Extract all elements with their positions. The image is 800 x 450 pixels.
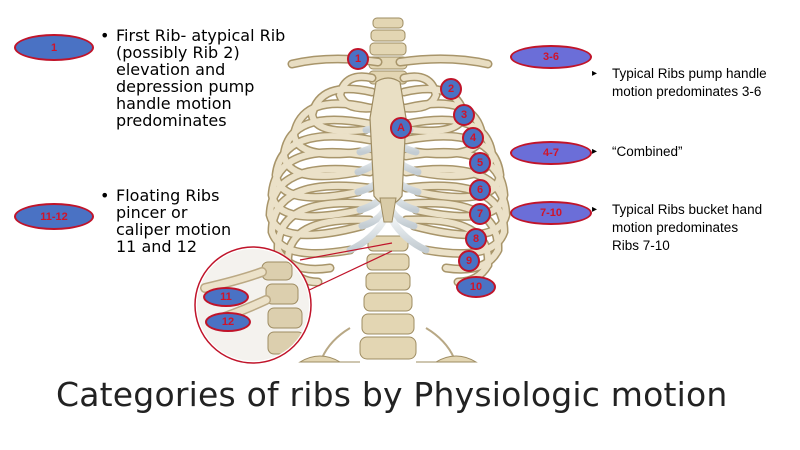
rib-marker-6: 6 — [469, 179, 491, 201]
bullet-dot: • — [100, 186, 110, 205]
right-note-3-text: Typical Ribs bucket hand motion predomin… — [612, 202, 763, 253]
inset-magnifier — [194, 246, 312, 364]
right-note-1: ▸ Typical Ribs pump handle motion predom… — [592, 65, 797, 101]
left-note-tag-1: 1 — [14, 34, 94, 61]
left-note-2: • Floating Ribs pincer or caliper motion… — [100, 187, 280, 255]
right-note-tag-3: 7-10 — [510, 201, 592, 225]
slide-title: Categories of ribs by Physiologic motion — [56, 375, 728, 414]
left-note-2-text: Floating Ribs pincer or caliper motion 1… — [116, 186, 232, 256]
right-note-tag-2: 4-7 — [510, 141, 592, 165]
rib-marker-4: 4 — [462, 127, 484, 149]
left-ribs — [265, 72, 377, 287]
left-note-1: • First Rib- atypical Rib (possibly Rib … — [100, 27, 300, 129]
rib-marker-9: 9 — [458, 250, 480, 272]
rib-marker-10: 10 — [456, 276, 496, 298]
bullet-dot: ▸ — [592, 146, 598, 157]
right-note-2-text: “Combined” — [612, 144, 683, 159]
right-note-2: ▸ “Combined” — [592, 143, 797, 161]
sternum — [369, 77, 407, 223]
rib-marker-5: 5 — [469, 152, 491, 174]
rib-marker-3: 3 — [453, 104, 475, 126]
bullet-dot: ▸ — [592, 68, 598, 79]
rib-marker-2: 2 — [440, 78, 462, 100]
right-note-tag-1: 3-6 — [510, 45, 592, 69]
inset-marker-12: 12 — [205, 312, 251, 332]
left-note-1-text: First Rib- atypical Rib (possibly Rib 2)… — [116, 26, 286, 130]
rib-marker-7: 7 — [469, 203, 491, 225]
bullet-dot: • — [100, 26, 110, 45]
right-note-3: ▸ Typical Ribs bucket hand motion predom… — [592, 201, 797, 255]
rib-marker-8: 8 — [465, 228, 487, 250]
left-note-tag-2: 11-12 — [14, 203, 94, 230]
inset-marker-11: 11 — [203, 287, 249, 307]
right-note-1-text: Typical Ribs pump handle motion predomin… — [612, 66, 767, 99]
sternal-angle-marker: A — [390, 117, 412, 139]
rib-marker-1: 1 — [347, 48, 369, 70]
bullet-dot: ▸ — [592, 204, 598, 215]
